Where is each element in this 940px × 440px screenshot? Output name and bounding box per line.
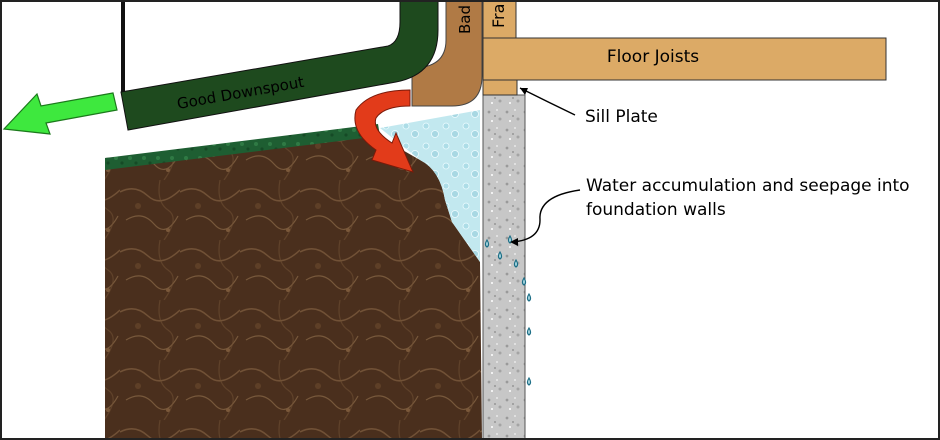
- bad-arrow: [354, 89, 414, 173]
- frame-stud: [482, 0, 517, 39]
- floor-joists: [482, 37, 887, 81]
- floor-joists-label: Floor Joists: [607, 47, 699, 67]
- water-label-line2: foundation walls: [586, 200, 726, 220]
- grass-strip: [105, 124, 380, 170]
- good-arrow: [2, 92, 118, 135]
- sill-plate: [482, 79, 518, 96]
- water-pointer: [511, 189, 581, 243]
- bad-downspout: [411, 0, 483, 107]
- sill-plate-pointer: [519, 87, 576, 116]
- good-downspout: [120, 0, 439, 131]
- sill-plate-label: Sill Plate: [585, 107, 658, 127]
- water-pointer-head: [510, 238, 518, 246]
- foundation-wall: [482, 94, 526, 440]
- water-droplets: [484, 234, 532, 386]
- water-label-line1: Water accumulation and seepage into: [586, 176, 910, 196]
- frame-label: Fra: [489, 4, 508, 28]
- good-downspout-gutter: [121, 0, 125, 92]
- bad-downspout-label: Bad: [456, 5, 474, 34]
- sill-plate-pointer-head: [520, 88, 528, 95]
- water-pool: [380, 110, 480, 262]
- soil: [105, 136, 482, 440]
